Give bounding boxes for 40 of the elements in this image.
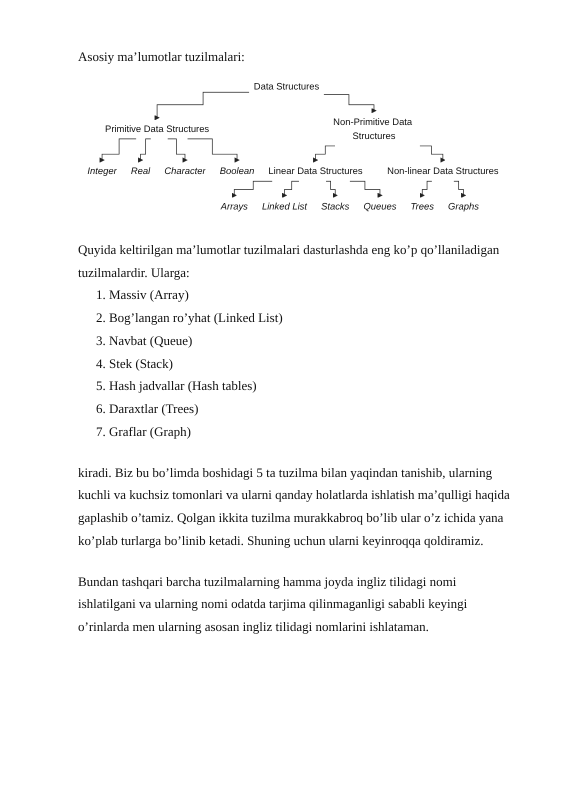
heading: Asosiy ma’lumotlar tuzilmalari:	[78, 48, 246, 66]
node-text: Arrays	[220, 202, 248, 212]
node-text: Primitive Data Structures	[105, 124, 210, 134]
node-text: Stacks	[321, 202, 350, 212]
arrow	[187, 138, 240, 162]
list-item: 1. Massiv (Array)	[96, 286, 190, 304]
node-text: Trees	[410, 202, 434, 212]
arrow	[326, 180, 338, 198]
arrow	[454, 180, 466, 198]
arrow	[167, 138, 188, 162]
node-text: Non-linear Data Structures	[387, 166, 499, 176]
arrow	[420, 145, 446, 162]
paragraph: Quyida keltirilgan ma’lumotlar tuzilmalari dasturlashda eng ko’p qo’llaniladigan tuzilmalardir. Ularga:	[78, 240, 500, 282]
arrow	[99, 138, 136, 162]
list-item: 7. Graflar (Graph)	[96, 422, 192, 441]
arrow	[138, 138, 152, 162]
list-item: 4. Stek (Stack)	[96, 354, 174, 373]
arrow	[232, 180, 273, 198]
arrow	[350, 180, 383, 198]
node-text: Integer	[87, 166, 117, 176]
node-text: Linear Data Structures	[268, 166, 363, 176]
node-text: Data Structures	[254, 82, 320, 92]
list-item: 3. Navbat (Queue)	[96, 332, 194, 350]
node-text: Real	[130, 166, 150, 176]
node-text: Boolean	[220, 166, 254, 176]
node-text: Queues	[363, 202, 396, 212]
paragraph: Bundan tashqari barcha tuzilmalarning hamma joyda ingliz tilidagi nomi ishlatilgani va ularning nomi odatda tarjima qilinmaganligi sababli keyingi o’rinlarda men ularning asosan ingliz tilidagi nomlarini ishlataman.	[78, 572, 468, 636]
list-item: 6. Daraxtlar (Trees)	[96, 400, 200, 418]
arrow	[154, 92, 250, 120]
list-item: 2. Bog’langan ro’yhat (Linked List)	[96, 309, 284, 327]
paragraph: kiradi. Biz bu bo’limda boshidagi 5 ta tuzilma bilan yaqindan tanishib, ularning kuchli va kuchsiz tomonlari va ularni qanday holatlarda ishlatish ma’qulligi haqida gaplashib o’tamiz. Qolgan ikkita tuzilma murakkabroq bo’lib ular o’z ichida yana ko’plab turlarga bo’linib ketadi. Shuning uchun ularni keyinroqqa qoldiramiz.	[78, 464, 511, 550]
arrow	[312, 145, 336, 162]
node-text: Linked List	[262, 202, 307, 212]
node-text: Character	[164, 166, 206, 176]
node-text: Non-Primitive Data Structures	[333, 116, 412, 141]
arrow	[282, 180, 300, 198]
arrow	[324, 94, 377, 113]
node-text: Graphs	[448, 202, 479, 212]
arrow	[420, 180, 432, 198]
list-item: 5. Hash jadvallar (Hash tables)	[96, 377, 258, 396]
